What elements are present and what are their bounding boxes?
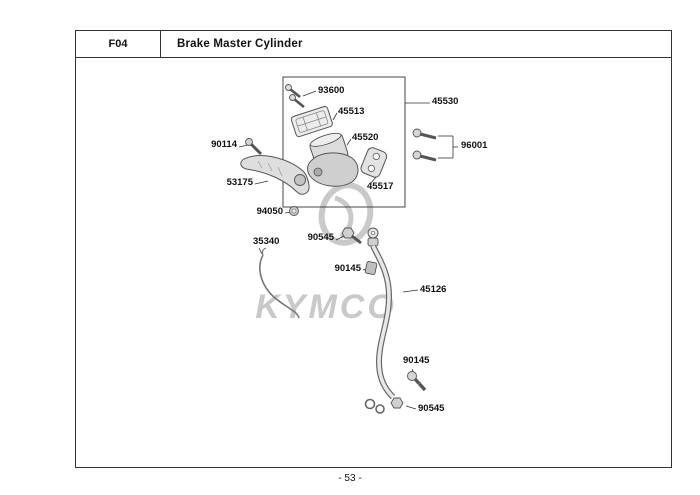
banjo-bolt-90545-upper-drawing (341, 227, 362, 245)
bolt-90145-lower-drawing (407, 371, 427, 392)
page-frame: F04 Brake Master Cylinder (75, 30, 672, 468)
part-label-90145: 90145 (334, 263, 361, 274)
cable-35340-drawing (259, 247, 300, 319)
clamp-45517-drawing (360, 147, 388, 178)
part-label-94050: 94050 (256, 206, 283, 217)
part-label-53175: 53175 (226, 177, 253, 188)
page-title: Brake Master Cylinder (177, 38, 303, 50)
brake-hose-45126-drawing (370, 244, 396, 400)
hose-top-fitting-drawing (367, 227, 379, 247)
part-label-90545: 90545 (418, 403, 445, 414)
part-label-45126: 45126 (420, 284, 447, 295)
part-label-45530: 45530 (432, 96, 459, 107)
nut-94050-drawing (289, 206, 299, 216)
part-label-45513: 45513 (338, 106, 365, 117)
section-code: F04 (76, 31, 161, 57)
fitting-90145-upper-drawing (364, 261, 378, 275)
kymco-watermark-text: KYMCO (255, 288, 397, 326)
bolts-96001-drawing (412, 128, 437, 162)
brake-lever-53175-drawing (240, 155, 310, 195)
part-label-90145: 90145 (403, 355, 430, 366)
cylinder-body-drawing (307, 152, 359, 187)
part-label-93600: 93600 (318, 85, 345, 96)
pivot-bolt-90114-drawing (245, 138, 263, 156)
part-label-96001: 96001 (461, 140, 488, 151)
part-label-45517: 45517 (367, 181, 394, 192)
fittings-90545-lower-drawing (364, 397, 404, 414)
part-label-90114: 90114 (211, 139, 237, 150)
screws-93600-drawing (285, 84, 305, 109)
header-row: F04 Brake Master Cylinder (76, 31, 671, 58)
part-label-35340: 35340 (253, 236, 280, 247)
assembly-box-45530 (282, 76, 406, 208)
part-label-90545: 90545 (307, 232, 334, 243)
page-number: - 53 - (338, 473, 362, 484)
cap-45513-drawing (290, 105, 333, 138)
part-label-45520: 45520 (352, 132, 379, 143)
